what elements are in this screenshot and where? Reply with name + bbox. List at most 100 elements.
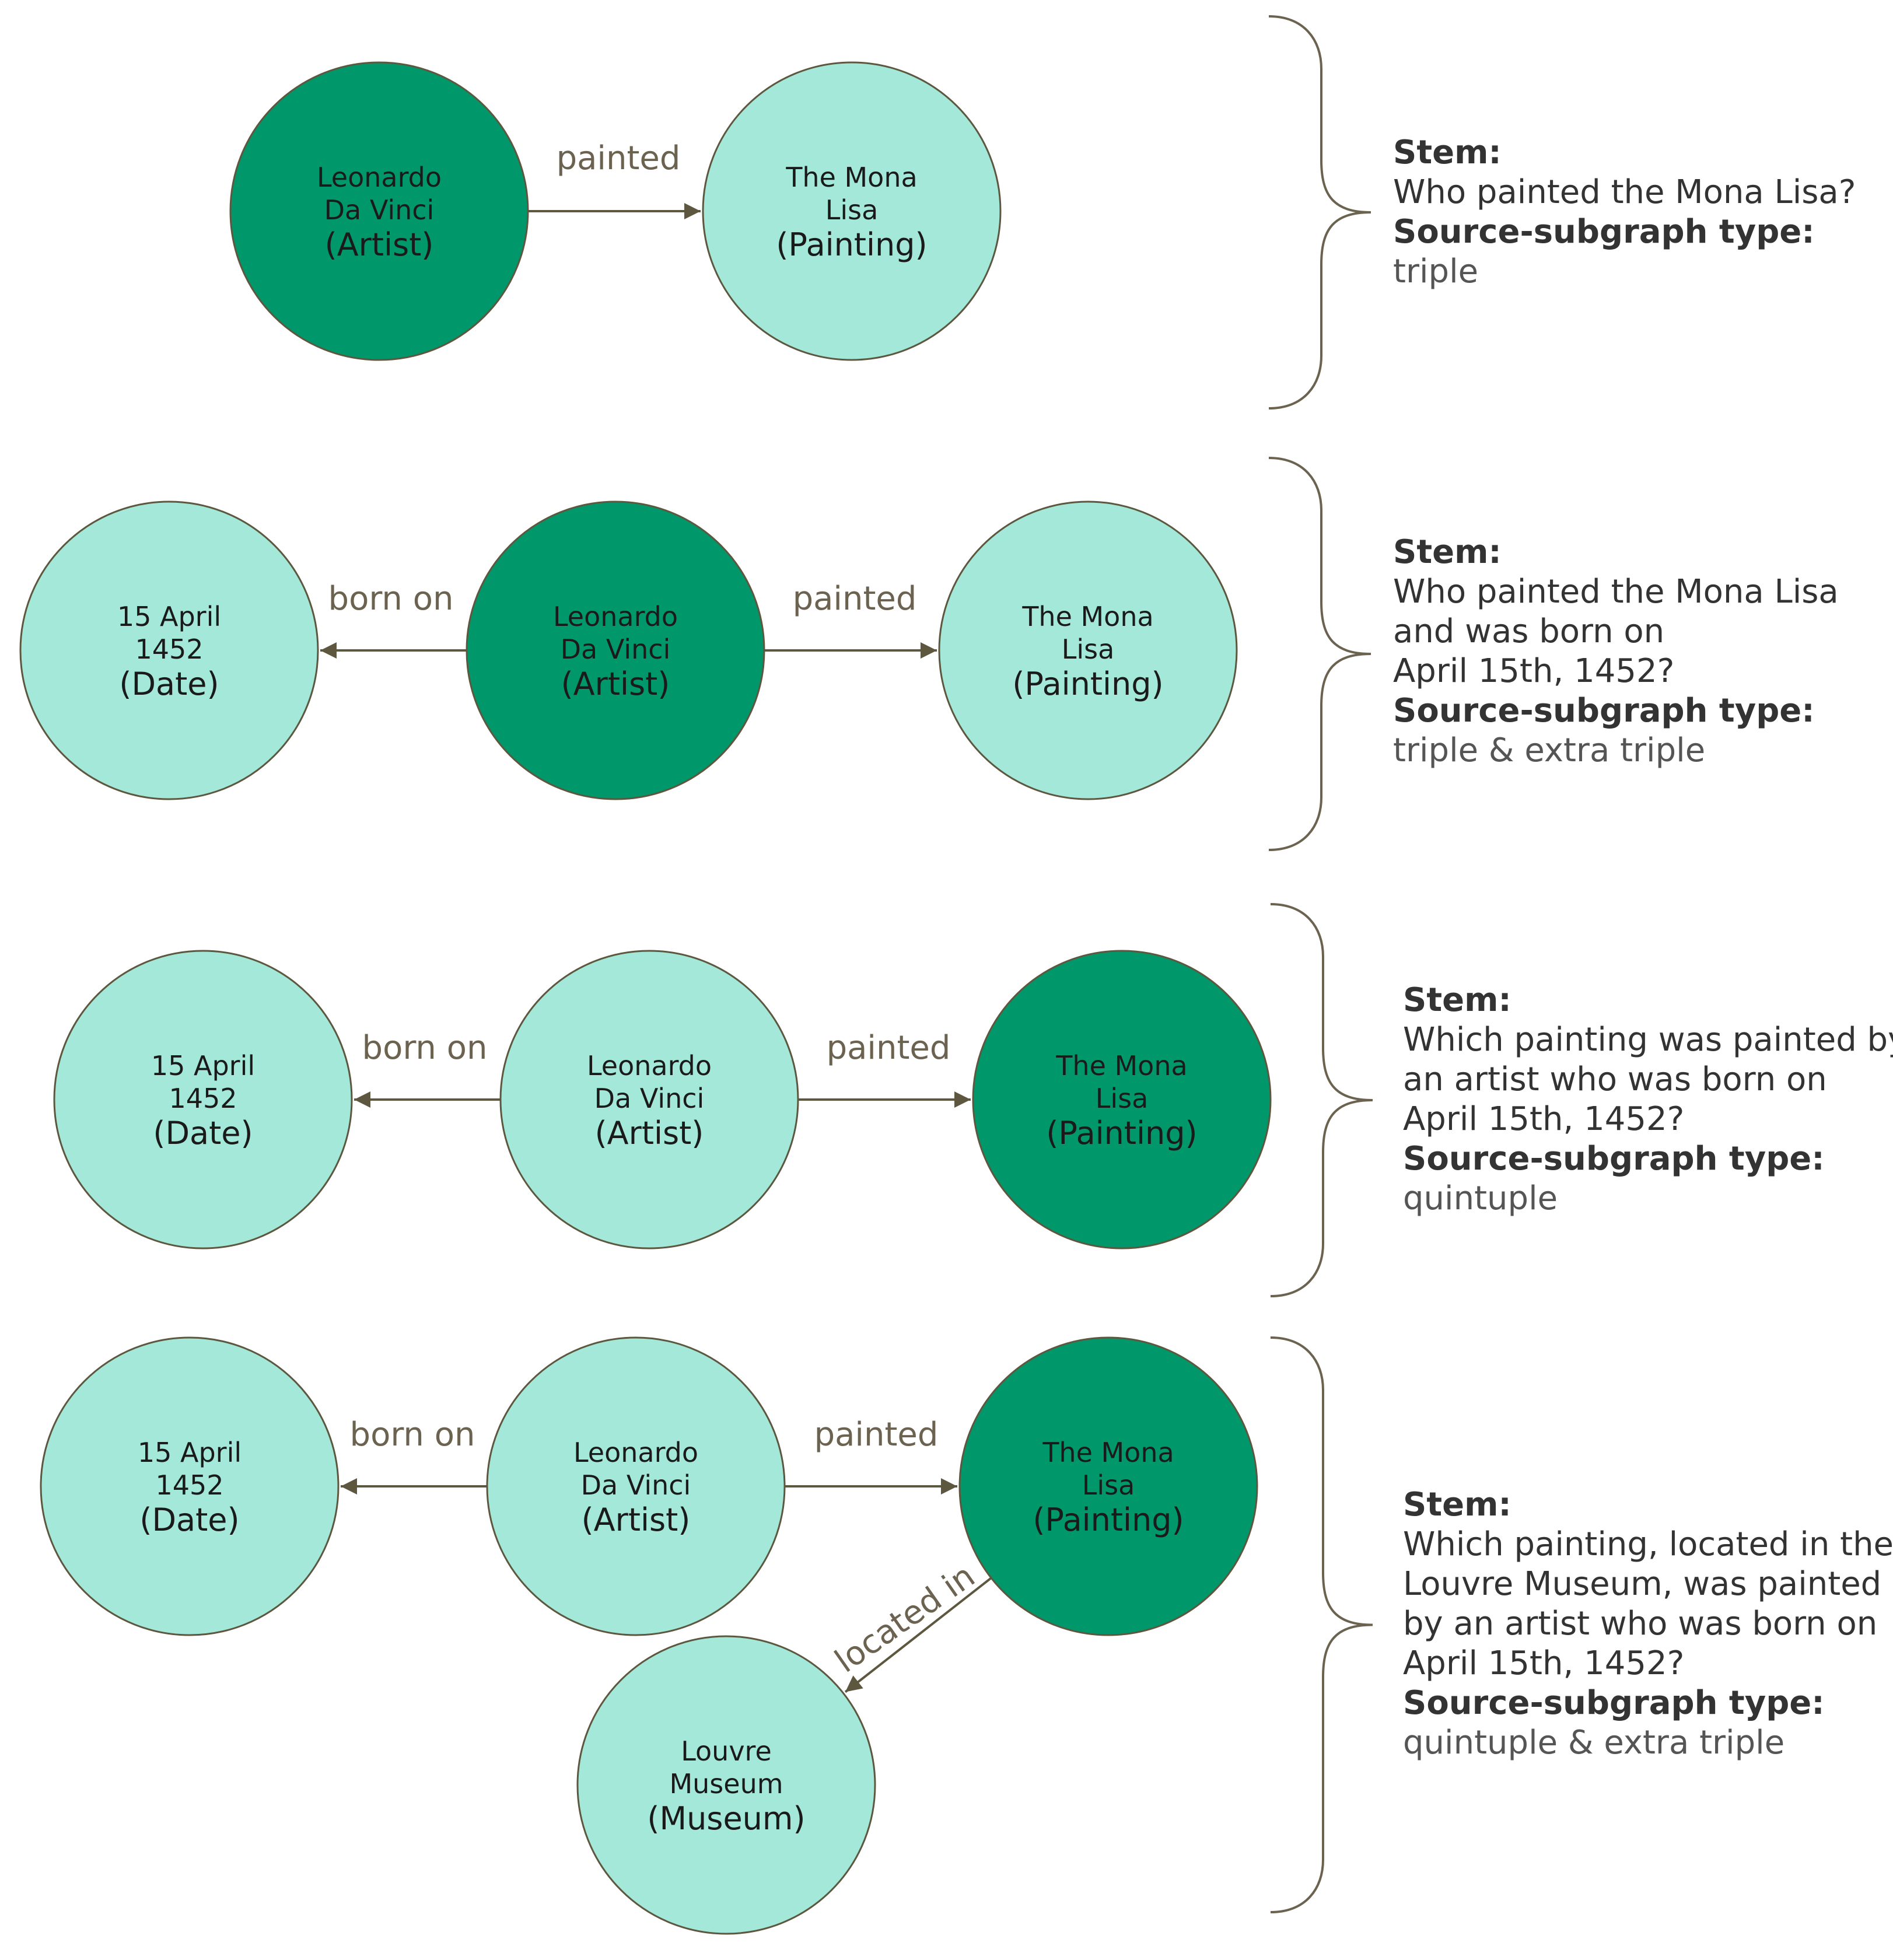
stem-text-line: and was born on: [1393, 612, 1664, 650]
node-name-line: Louvre: [681, 1735, 772, 1767]
stem-heading: Stem:: [1403, 981, 1511, 1019]
node-name-line: 1452: [135, 634, 203, 665]
edge-label: painted: [557, 139, 681, 177]
stem-heading: Stem:: [1393, 134, 1502, 172]
subgraph-type-value: triple & extra triple: [1393, 732, 1705, 769]
node-type-label: (Painting): [1046, 1115, 1197, 1152]
node-circle: [702, 61, 1002, 361]
node-name-line: 1452: [169, 1083, 237, 1114]
subgraph-type-heading: Source-subgraph type:: [1403, 1684, 1825, 1722]
stem-text-line: April 15th, 1452?: [1403, 1100, 1684, 1138]
node-name-line: 1452: [155, 1469, 223, 1501]
node-name-line: Lisa: [825, 194, 879, 226]
edge-arrow-located-in: [844, 1577, 992, 1693]
node-circle: [486, 1336, 786, 1636]
edge-label: painted: [827, 1029, 951, 1067]
node-type-label: (Museum): [647, 1800, 805, 1837]
subgraph-type-heading: Source-subgraph type:: [1393, 213, 1815, 251]
node-type-label: (Painting): [1012, 666, 1163, 702]
stem-text-line: Who painted the Mona Lisa?: [1393, 173, 1856, 211]
node-type-label: (Date): [139, 1502, 239, 1538]
node-circle: [499, 950, 799, 1250]
question-panel: Stem:Who painted the Mona Lisa?Source-su…: [1393, 134, 1856, 290]
node-type-label: (Artist): [582, 1502, 691, 1538]
question-panel: Stem:Which painting, located in theLouvr…: [1403, 1486, 1893, 1762]
subgraph-type-value: triple: [1393, 253, 1478, 290]
node-name-line: Lisa: [1082, 1469, 1135, 1501]
node-name-line: Leonardo: [553, 601, 678, 632]
node-name-line: Leonardo: [587, 1050, 712, 1082]
edge-label: located in: [828, 1557, 982, 1680]
node-type-label: (Painting): [1033, 1502, 1184, 1538]
node-name-line: 15 April: [117, 601, 221, 632]
node-circle: [53, 950, 353, 1250]
node-type-label: (Artist): [595, 1115, 704, 1152]
stem-text-line: Which painting, located in the: [1403, 1525, 1893, 1563]
curly-brace: [1268, 457, 1371, 851]
node-circle: [972, 950, 1272, 1250]
curly-brace: [1270, 903, 1373, 1297]
node-name-line: The Mona: [785, 162, 917, 193]
stem-text-line: Who painted the Mona Lisa: [1393, 573, 1839, 611]
node-name-line: Da Vinci: [594, 1083, 705, 1114]
subgraph-type-heading: Source-subgraph type:: [1403, 1140, 1825, 1178]
stem-heading: Stem:: [1403, 1486, 1511, 1524]
node-name-line: Da Vinci: [561, 634, 671, 665]
node-name-line: 15 April: [138, 1437, 242, 1468]
stem-text-line: April 15th, 1452?: [1393, 652, 1674, 690]
node-circle: [229, 61, 529, 361]
node-name-line: Da Vinci: [324, 194, 435, 226]
node-circle: [19, 501, 319, 800]
node-circle: [938, 501, 1238, 800]
node-type-label: (Painting): [776, 226, 927, 263]
edge-label: born on: [350, 1416, 475, 1454]
node-type-label: (Date): [119, 666, 219, 702]
edge-label: born on: [362, 1029, 488, 1067]
subgraph-type-heading: Source-subgraph type:: [1393, 692, 1815, 730]
node-type-label: (Artist): [325, 226, 434, 263]
stem-text-line: Which painting was painted by: [1403, 1021, 1893, 1059]
curly-brace: [1268, 15, 1371, 410]
edge-label: painted: [793, 580, 917, 618]
stem-text-line: an artist who was born on: [1403, 1060, 1827, 1098]
stem-text-line: April 15th, 1452?: [1403, 1644, 1684, 1682]
node-name-line: The Mona: [1042, 1437, 1174, 1468]
node-circle: [466, 501, 765, 800]
node-type-label: (Date): [153, 1115, 253, 1152]
stem-text-line: by an artist who was born on: [1403, 1605, 1877, 1643]
edge-label: painted: [814, 1416, 939, 1454]
node-name-line: The Mona: [1021, 601, 1153, 632]
node-circle: [40, 1336, 340, 1636]
subgraph-type-value: quintuple & extra triple: [1403, 1724, 1784, 1762]
node-name-line: Lisa: [1062, 634, 1115, 665]
stem-heading: Stem:: [1393, 533, 1502, 571]
subgraph-type-value: quintuple: [1403, 1180, 1558, 1217]
node-name-line: Lisa: [1096, 1083, 1149, 1114]
node-circle: [958, 1336, 1258, 1636]
curly-brace: [1270, 1336, 1373, 1913]
node-circle: [576, 1635, 876, 1935]
node-name-line: Museum: [669, 1768, 783, 1800]
node-type-label: (Artist): [561, 666, 670, 702]
node-name-line: The Mona: [1055, 1050, 1187, 1082]
edge-label: born on: [328, 580, 454, 618]
node-name-line: Leonardo: [317, 162, 442, 193]
node-name-line: 15 April: [151, 1050, 255, 1082]
node-name-line: Leonardo: [573, 1437, 698, 1468]
node-name-line: Da Vinci: [581, 1469, 691, 1501]
